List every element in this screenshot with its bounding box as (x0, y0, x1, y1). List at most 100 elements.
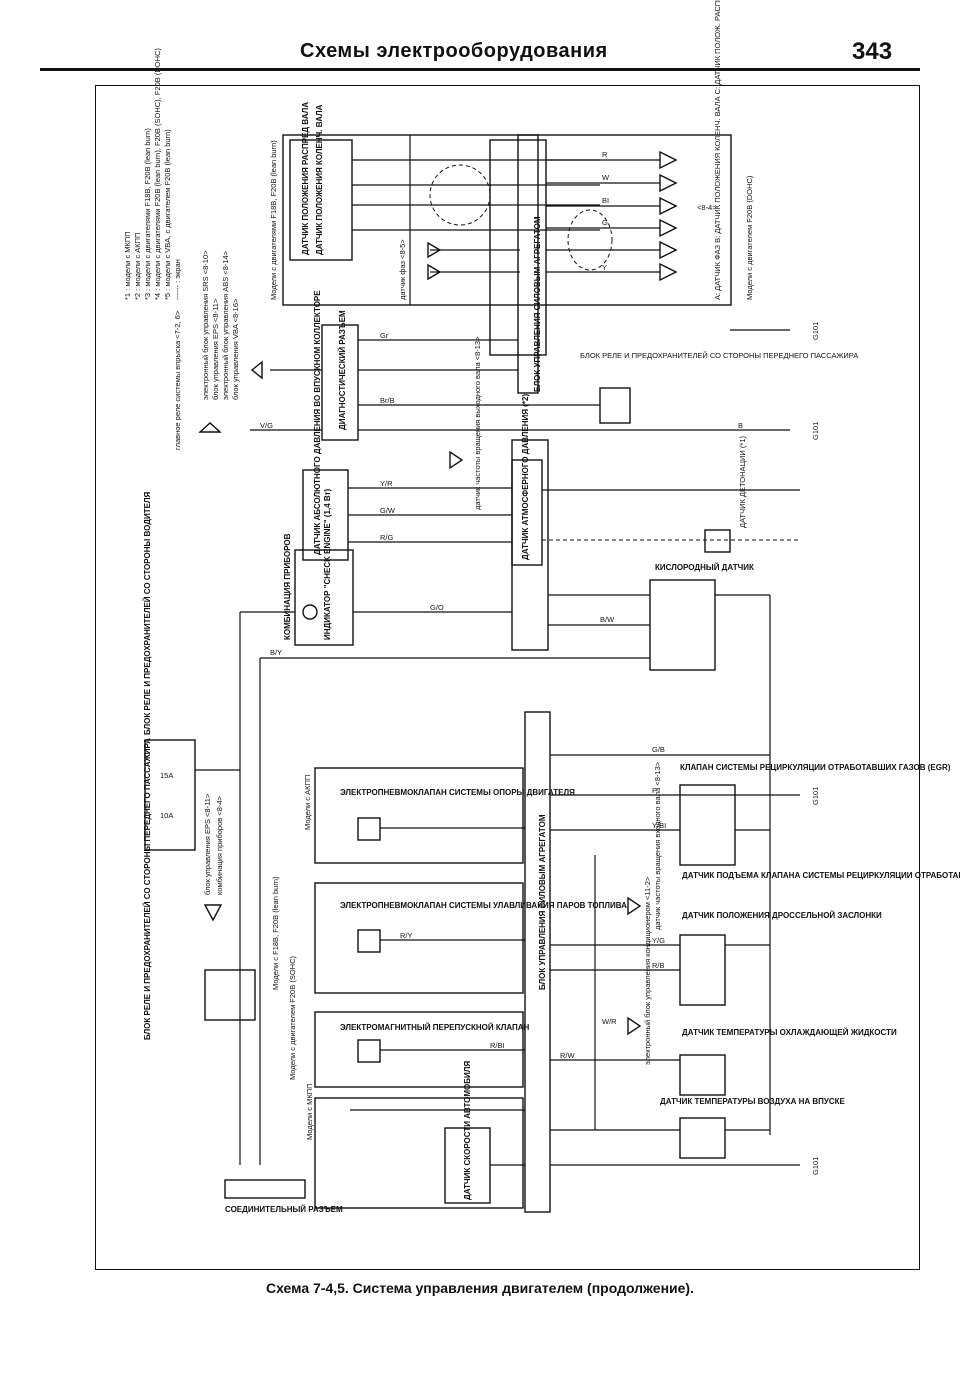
models-mt-label: Модели с МКПП (305, 1083, 314, 1140)
svg-text:G/W: G/W (380, 506, 396, 515)
output-shaft-label: датчик частоты вращения выходного вала <… (473, 336, 482, 510)
ground-label: G101 (811, 1157, 820, 1175)
knock-sensor-label: ДАТЧИК ДЕТОНАЦИИ (*1) (738, 436, 747, 528)
svg-text:Gr: Gr (380, 331, 389, 340)
svg-text:V/G: V/G (260, 421, 273, 430)
svg-text:G: G (602, 218, 608, 227)
main-relay-symbol (198, 422, 222, 433)
mount-solenoid-coil (357, 817, 381, 841)
svg-text:R/W: R/W (560, 1051, 576, 1060)
ground-label: G101 (811, 322, 820, 340)
ect-sensor-box (679, 1054, 726, 1096)
cam-sensor-label: ДАТЧИК ПОЛОЖЕНИЯ РАСПРЕД ВАЛА (301, 102, 310, 255)
cluster-ref-label: комбинация приборов <8-4> (215, 795, 224, 895)
relay-block-driver-label: БЛОК РЕЛЕ И ПРЕДОХРАНИТЕЛЕЙ СО СТОРОНЫ В… (143, 491, 152, 735)
legend-item: *4 : модели с двигателями F20B (lean bur… (153, 48, 162, 300)
page-header-title: Схемы электрооборудования (300, 40, 608, 62)
relay-block-driver-box (144, 739, 196, 851)
ground-label: G101 (811, 787, 820, 805)
cam-crank-group (282, 134, 732, 306)
models-f20b-dohc-label: Модели с двигателем F20B (DOHC) (745, 175, 754, 300)
o2-sensor-box (649, 579, 716, 671)
fuse-15a-label: 15A (160, 771, 173, 780)
input-shaft-symbol (627, 896, 642, 916)
ecu-bar-lower (524, 711, 551, 1213)
vss-label: ДАТЧИК СКОРОСТИ АВТОМОБИЛЯ (463, 1061, 472, 1200)
knock-sensor-box (704, 529, 731, 553)
abc-sensor-label: А: ДАТЧИК ФАЗ В: ДАТЧИК ПОЛОЖЕНИЯ КОЛЕНЧ… (713, 0, 722, 300)
evap-solenoid-label: ЭЛЕКТРОПНЕВМОКЛАПАН СИСТЕМЫ УЛАВЛИВАНИЯ … (340, 901, 627, 910)
abs-unit-label: электронный блок управления ABS <8-14> (221, 250, 230, 400)
egr-valve-label: КЛАПАН СИСТЕМЫ РЕЦИРКУЛЯЦИИ ОТРАБОТАВШИХ… (680, 763, 951, 772)
evap-solenoid-group (314, 882, 524, 994)
joint-connector-label: СОЕДИНИТЕЛЬНЫЙ РАЗЪЕМ (225, 1205, 343, 1214)
svg-text:Y/G: Y/G (652, 936, 665, 945)
diag-connector (321, 324, 359, 441)
srs-unit-symbol (250, 360, 263, 380)
ground-label: G101 (811, 422, 820, 440)
map-sensor-label: ДАТЧИК АБСОЛЮТНОГО ДАВЛЕНИЯ ВО ВПУСКНОМ … (313, 290, 322, 555)
egr-lift-label: ДАТЧИК ПОДЪЕМА КЛАПАНА СИСТЕМЫ РЕЦИРКУЛЯ… (682, 871, 960, 880)
eps-unit-label: блок управления EPS <8-11> (211, 298, 220, 400)
vba-unit-label: блок управления VBA <8-16> (231, 298, 240, 400)
svg-text:Y/R: Y/R (380, 479, 393, 488)
relay-block-passenger-2-label: БЛОК РЕЛЕ И ПРЕДОХРАНИТЕЛЕЙ СО СТОРОНЫ П… (143, 738, 152, 1040)
sensor-triangles (427, 150, 678, 282)
evap-solenoid-coil (357, 929, 381, 953)
eps-ref-label: блок управления EPS <8-11> (203, 793, 212, 895)
check-engine-label: ИНДИКАТОР "CHECK ENGINE" (1,4 Вт) (323, 489, 332, 640)
svg-text:P: P (652, 786, 657, 795)
vss-group (314, 1097, 524, 1209)
models-f20b-sohc-label: Модели с двигателем F20B (SOHC) (288, 956, 297, 1080)
tps-label: ДАТЧИК ПОЛОЖЕНИЯ ДРОССЕЛЬНОЙ ЗАСЛОНКИ (682, 911, 882, 920)
ecu-label-upper: БЛОК УПРАВЛЕНИЯ СИЛОВЫМ АГРЕГАТОМ (533, 216, 542, 392)
shield-ellipse (567, 209, 613, 271)
legend-item: *2 : модели с АКПП (133, 233, 142, 300)
instrument-cluster-box (294, 549, 354, 646)
svg-text:G/O: G/O (430, 603, 444, 612)
baro-sensor-label: ДАТЧИК АТМОСФЕРНОГО ДАВЛЕНИЯ (*2) (521, 394, 530, 560)
svg-text:B/W: B/W (600, 615, 615, 624)
instrument-cluster-label: КОМБИНАЦИЯ ПРИБОРОВ (283, 533, 292, 640)
input-shaft-label: датчик частоты вращения входного вала <8… (653, 761, 662, 930)
iat-sensor-box (679, 1117, 726, 1159)
bypass-valve-coil (357, 1039, 381, 1063)
output-shaft-symbol (449, 450, 464, 470)
ect-sensor-label: ДАТЧИК ТЕМПЕРАТУРЫ ОХЛАЖДАЮЩЕЙ ЖИДКОСТИ (682, 1028, 897, 1037)
svg-text:R: R (602, 150, 608, 159)
figure-caption: Схема 7-4,5. Система управления двигател… (266, 1280, 694, 1296)
svg-text:W/R: W/R (602, 1017, 617, 1026)
srs-unit-label: электронный блок управления SRS <8-10> (201, 250, 210, 400)
ref-84-label: <8-4> (697, 203, 717, 212)
models-at-label: Модели с АКПП (303, 775, 312, 830)
baro-sensor-box (511, 459, 543, 566)
svg-text:Y: Y (602, 263, 607, 272)
bypass-valve-label: ЭЛЕКТРОМАГНИТНЫЙ ПЕРЕПУСКНОЙ КЛАПАН (340, 1023, 530, 1032)
svg-text:W: W (602, 173, 610, 182)
wire-color-tags: R W BI G Y B Gr Br/B V/G Y/R G/W R/G G/O… (260, 150, 743, 1060)
right-lower-wires (550, 754, 800, 1131)
eps-ref-symbol (203, 904, 223, 922)
svg-text:B: B (738, 421, 743, 430)
shield-ellipse (429, 164, 491, 226)
joint-connector-box (224, 1179, 306, 1199)
relay-block-passenger-2 (204, 969, 256, 1021)
cam-sensor-box (289, 139, 353, 261)
ac-unit-symbol (627, 1016, 642, 1036)
svg-text:R/B: R/B (652, 961, 665, 970)
legend-item: *1 : модели с МКПП (123, 231, 132, 300)
svg-text:BI: BI (602, 196, 609, 205)
crank-sensor-label: ДАТЧИК ПОЛОЖЕНИЯ КОЛЕНЧ. ВАЛА (315, 104, 324, 255)
svg-text:Y/BI: Y/BI (652, 821, 666, 830)
svg-text:R/BI: R/BI (490, 1041, 505, 1050)
egr-valve-box (679, 784, 736, 866)
check-engine-lamp (302, 604, 318, 620)
mount-solenoid-group (314, 767, 524, 864)
ecu-label-lower: БЛОК УПРАВЛЕНИЯ СИЛОВЫМ АГРЕГАТОМ (538, 814, 547, 990)
page-number: 343 (852, 38, 893, 65)
legend: *1 : модели с МКПП *2 : модели с АКПП *3… (123, 48, 182, 300)
diag-connector-label: ДИАГНОСТИЧЕСКИЙ РАЗЪЕМ (338, 310, 347, 430)
mount-solenoid-label: ЭЛЕКТРОПНЕВМОКЛАПАН СИСТЕМЫ ОПОРЫ ДВИГАТ… (340, 788, 575, 797)
models-f18b-f20b-label: Модели с F18B, F20B (lean burn) (271, 876, 280, 990)
